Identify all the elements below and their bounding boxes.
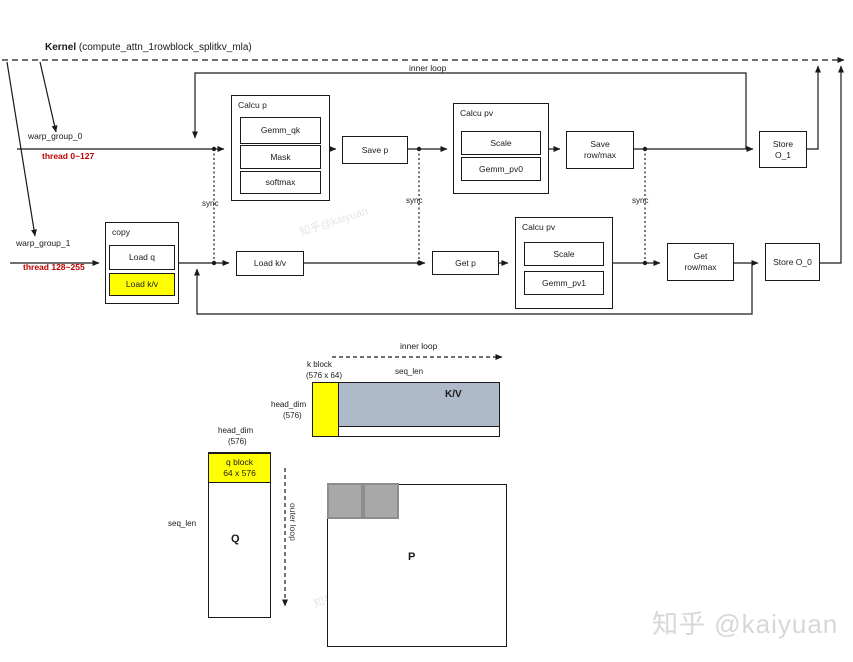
calcu-pv0-title: Calcu pv [460, 108, 494, 118]
q-block-line1: q block [226, 457, 253, 468]
kernel-title: Kernel (compute_attn_1rowblock_splitkv_m… [45, 42, 252, 53]
save-rowmax-line2: row/max [583, 150, 617, 160]
kernel-title-bold: Kernel [45, 42, 77, 53]
q-block-line2: 64 x 576 [223, 468, 256, 478]
gemm-pv1-box: Gemm_pv1 [524, 271, 604, 295]
calcu-p-title: Calcu p [238, 100, 267, 110]
kv-matrix-fill [338, 382, 500, 427]
p-block-cell-2 [363, 483, 399, 519]
feedback-wire [194, 263, 753, 315]
k-block-size-label: (576 x 64) [306, 371, 343, 380]
kv-matrix-label: K/V [445, 389, 462, 400]
k-block-highlight [312, 382, 339, 437]
q-matrix-label: Q [231, 533, 240, 545]
kv-head-dim-size: (576) [283, 411, 302, 420]
inner-loop-wire [192, 72, 747, 149]
scale0-box: Scale [461, 131, 541, 155]
q-head-dim-size: (576) [228, 437, 247, 446]
p-block-cell-1 [327, 483, 363, 519]
thread-range-0-label: thread 0~127 [42, 151, 95, 161]
get-rowmax-line2: row/max [684, 262, 717, 272]
sync-label-2: sync [406, 196, 423, 205]
load-kv-highlight-box: Load k/v [109, 273, 175, 296]
sync-junction-dots [211, 146, 648, 266]
get-p-box: Get p [432, 251, 499, 275]
calcu-pv1-title: Calcu pv [522, 222, 556, 232]
warp-group-1-label: warp_group_1 [16, 238, 71, 248]
inner-loop-label: inner loop [409, 63, 447, 73]
warp-group-0-label: warp_group_0 [28, 131, 83, 141]
q-head-dim-label: head_dim [218, 426, 254, 435]
save-p-box: Save p [342, 136, 408, 164]
thread-range-1-label: thread 128~255 [23, 262, 85, 272]
get-rowmax-line1: Get [693, 251, 708, 262]
mask-box: Mask [240, 145, 321, 169]
get-rowmax-box: Get row/max [667, 243, 734, 281]
sync-label-1: sync [202, 199, 219, 208]
q-block-highlight: q block 64 x 576 [208, 452, 271, 483]
q-seq-len-label: seq_len [168, 519, 197, 528]
gemm-qk-box: Gemm_qk [240, 117, 321, 144]
save-rowmax-line1: Save [590, 139, 610, 150]
inner-loop-bottom-label: inner loop [400, 341, 438, 351]
store-o0-box: Store O_0 [765, 243, 820, 281]
outer-loop-label: outer loop [288, 503, 298, 541]
save-rowmax-box: Save row/max [566, 131, 634, 169]
kv-head-dim-label: head_dim [271, 400, 307, 409]
store-o1-line2: O_1 [774, 149, 792, 160]
softmax-box: softmax [240, 171, 321, 194]
scale1-box: Scale [524, 242, 604, 266]
load-q-box: Load q [109, 245, 175, 270]
store-o1-box: Store O_1 [759, 131, 807, 168]
kernel-title-detail: (compute_attn_1rowblock_splitkv_mla) [78, 42, 252, 53]
copy-title: copy [112, 227, 130, 237]
store-o1-line1: Store [772, 138, 794, 149]
zhihu-watermark: 知乎 @kaiyuan [652, 609, 839, 639]
load-kv-box: Load k/v [236, 251, 304, 276]
p-matrix-label: P [408, 551, 416, 563]
k-block-label: k block [307, 360, 332, 369]
gemm-pv0-box: Gemm_pv0 [461, 157, 541, 181]
pointer-warp-group-0 [39, 61, 58, 133]
kv-seq-len-label: seq_len [395, 367, 424, 376]
sync-label-3: sync [632, 196, 649, 205]
